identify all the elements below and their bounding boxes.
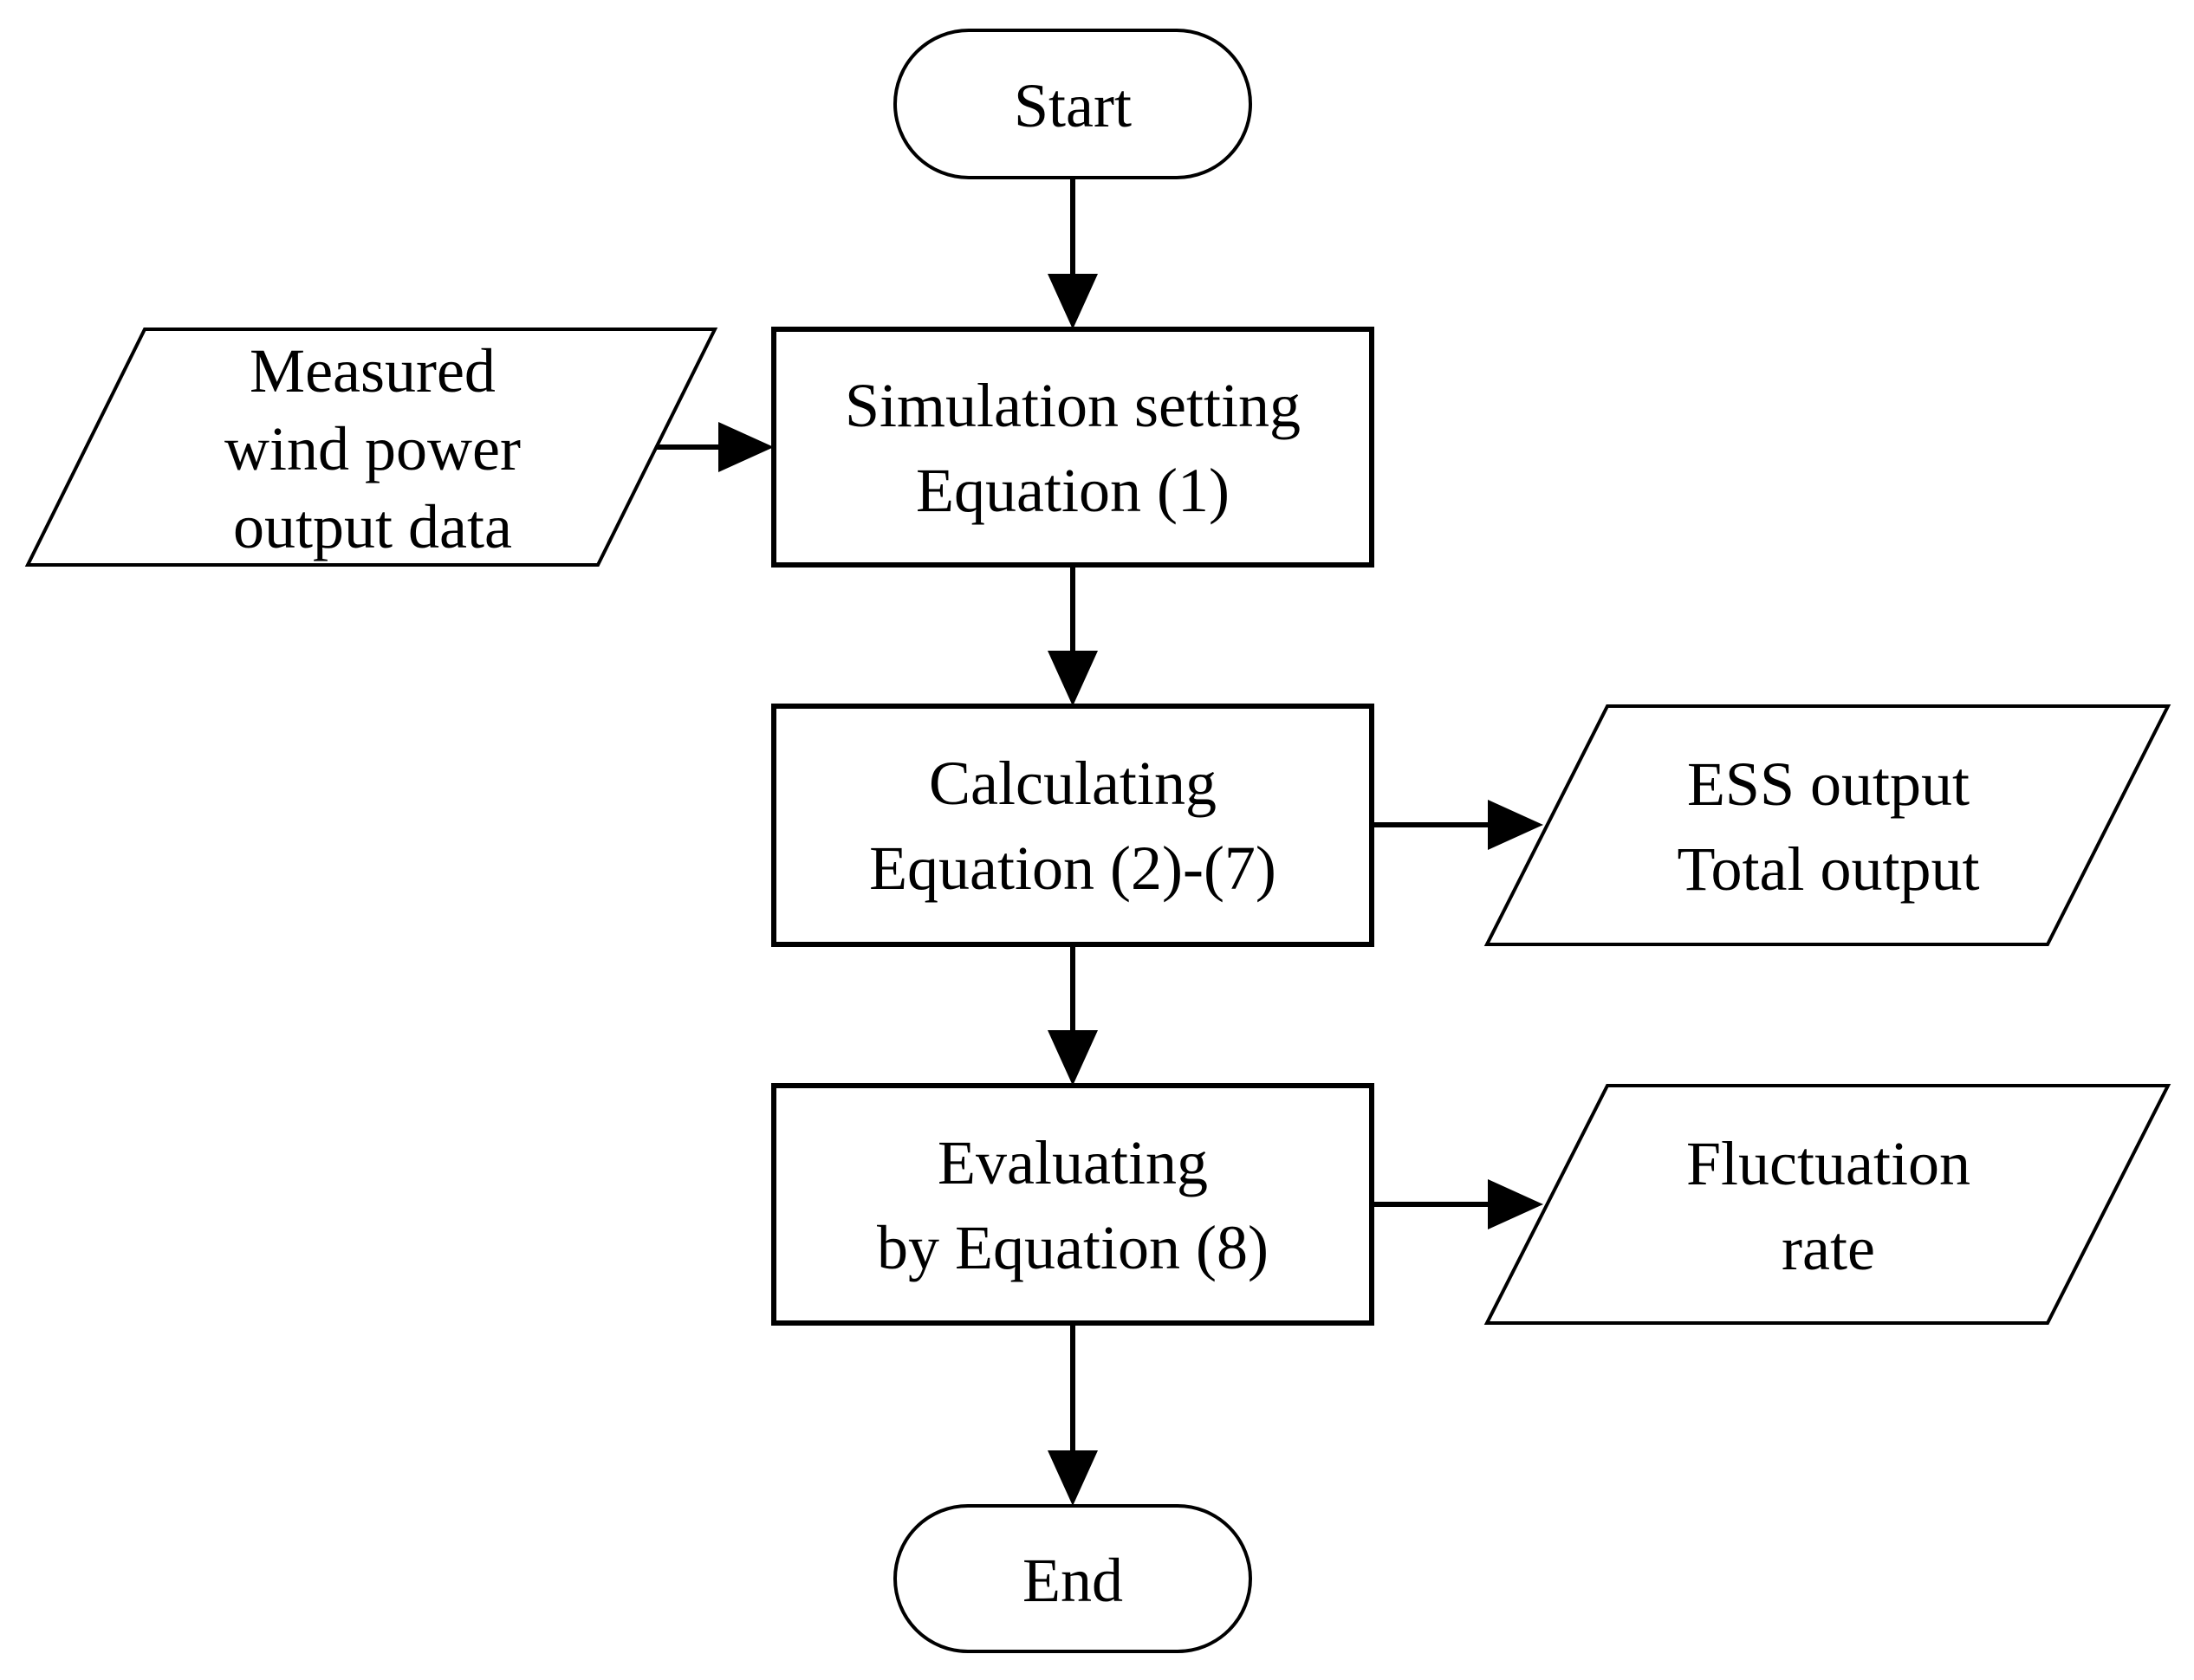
arrow-calculating-to-ess-output	[1372, 800, 1543, 850]
arrow-calculating-to-evaluating	[1048, 944, 1098, 1086]
ess-output-label-line1: ESS output	[1687, 749, 1970, 819]
measured-data-label-line3: output data	[233, 492, 512, 561]
node-calculating: Calculating Equation (2)-(7)	[771, 704, 1374, 947]
node-simulation-setting: Simulation setting Equation (1)	[771, 327, 1374, 568]
measured-data-label-line2: wind power	[224, 414, 521, 483]
node-measured-data: Measured wind power output data	[24, 328, 718, 567]
calculating-label-line2: Equation (2)-(7)	[869, 834, 1276, 903]
simulation-setting-label-line2: Equation (1)	[916, 456, 1230, 525]
node-fluctuation-rate: Fluctuation rate	[1483, 1084, 2171, 1325]
arrow-evaluating-to-fluctuation-rate	[1372, 1179, 1543, 1229]
calculating-label-line1: Calculating	[929, 749, 1217, 818]
evaluating-label-line1: Evaluating	[938, 1128, 1208, 1197]
fluctuation-rate-label-line1: Fluctuation	[1686, 1129, 1970, 1198]
arrow-evaluating-to-end	[1048, 1323, 1098, 1506]
end-label: End	[1022, 1546, 1123, 1615]
node-evaluating: Evaluating by Equation (8)	[771, 1083, 1374, 1326]
measured-data-label-line1: Measured	[250, 336, 496, 405]
evaluating-label-line2: by Equation (8)	[877, 1213, 1269, 1282]
node-start: Start	[893, 29, 1252, 179]
fluctuation-rate-label-line2: rate	[1782, 1214, 1875, 1283]
arrow-simulation-setting-to-calculating	[1048, 565, 1098, 706]
simulation-setting-label-line1: Simulation setting	[845, 371, 1301, 440]
node-ess-output: ESS output Total output	[1483, 704, 2171, 946]
ess-output-label-line2: Total output	[1678, 834, 1980, 904]
arrow-start-to-simulation-setting	[1048, 178, 1098, 329]
node-end: End	[893, 1504, 1252, 1653]
start-label: Start	[1014, 71, 1132, 140]
arrow-measured-data-to-simulation-setting	[656, 422, 774, 472]
